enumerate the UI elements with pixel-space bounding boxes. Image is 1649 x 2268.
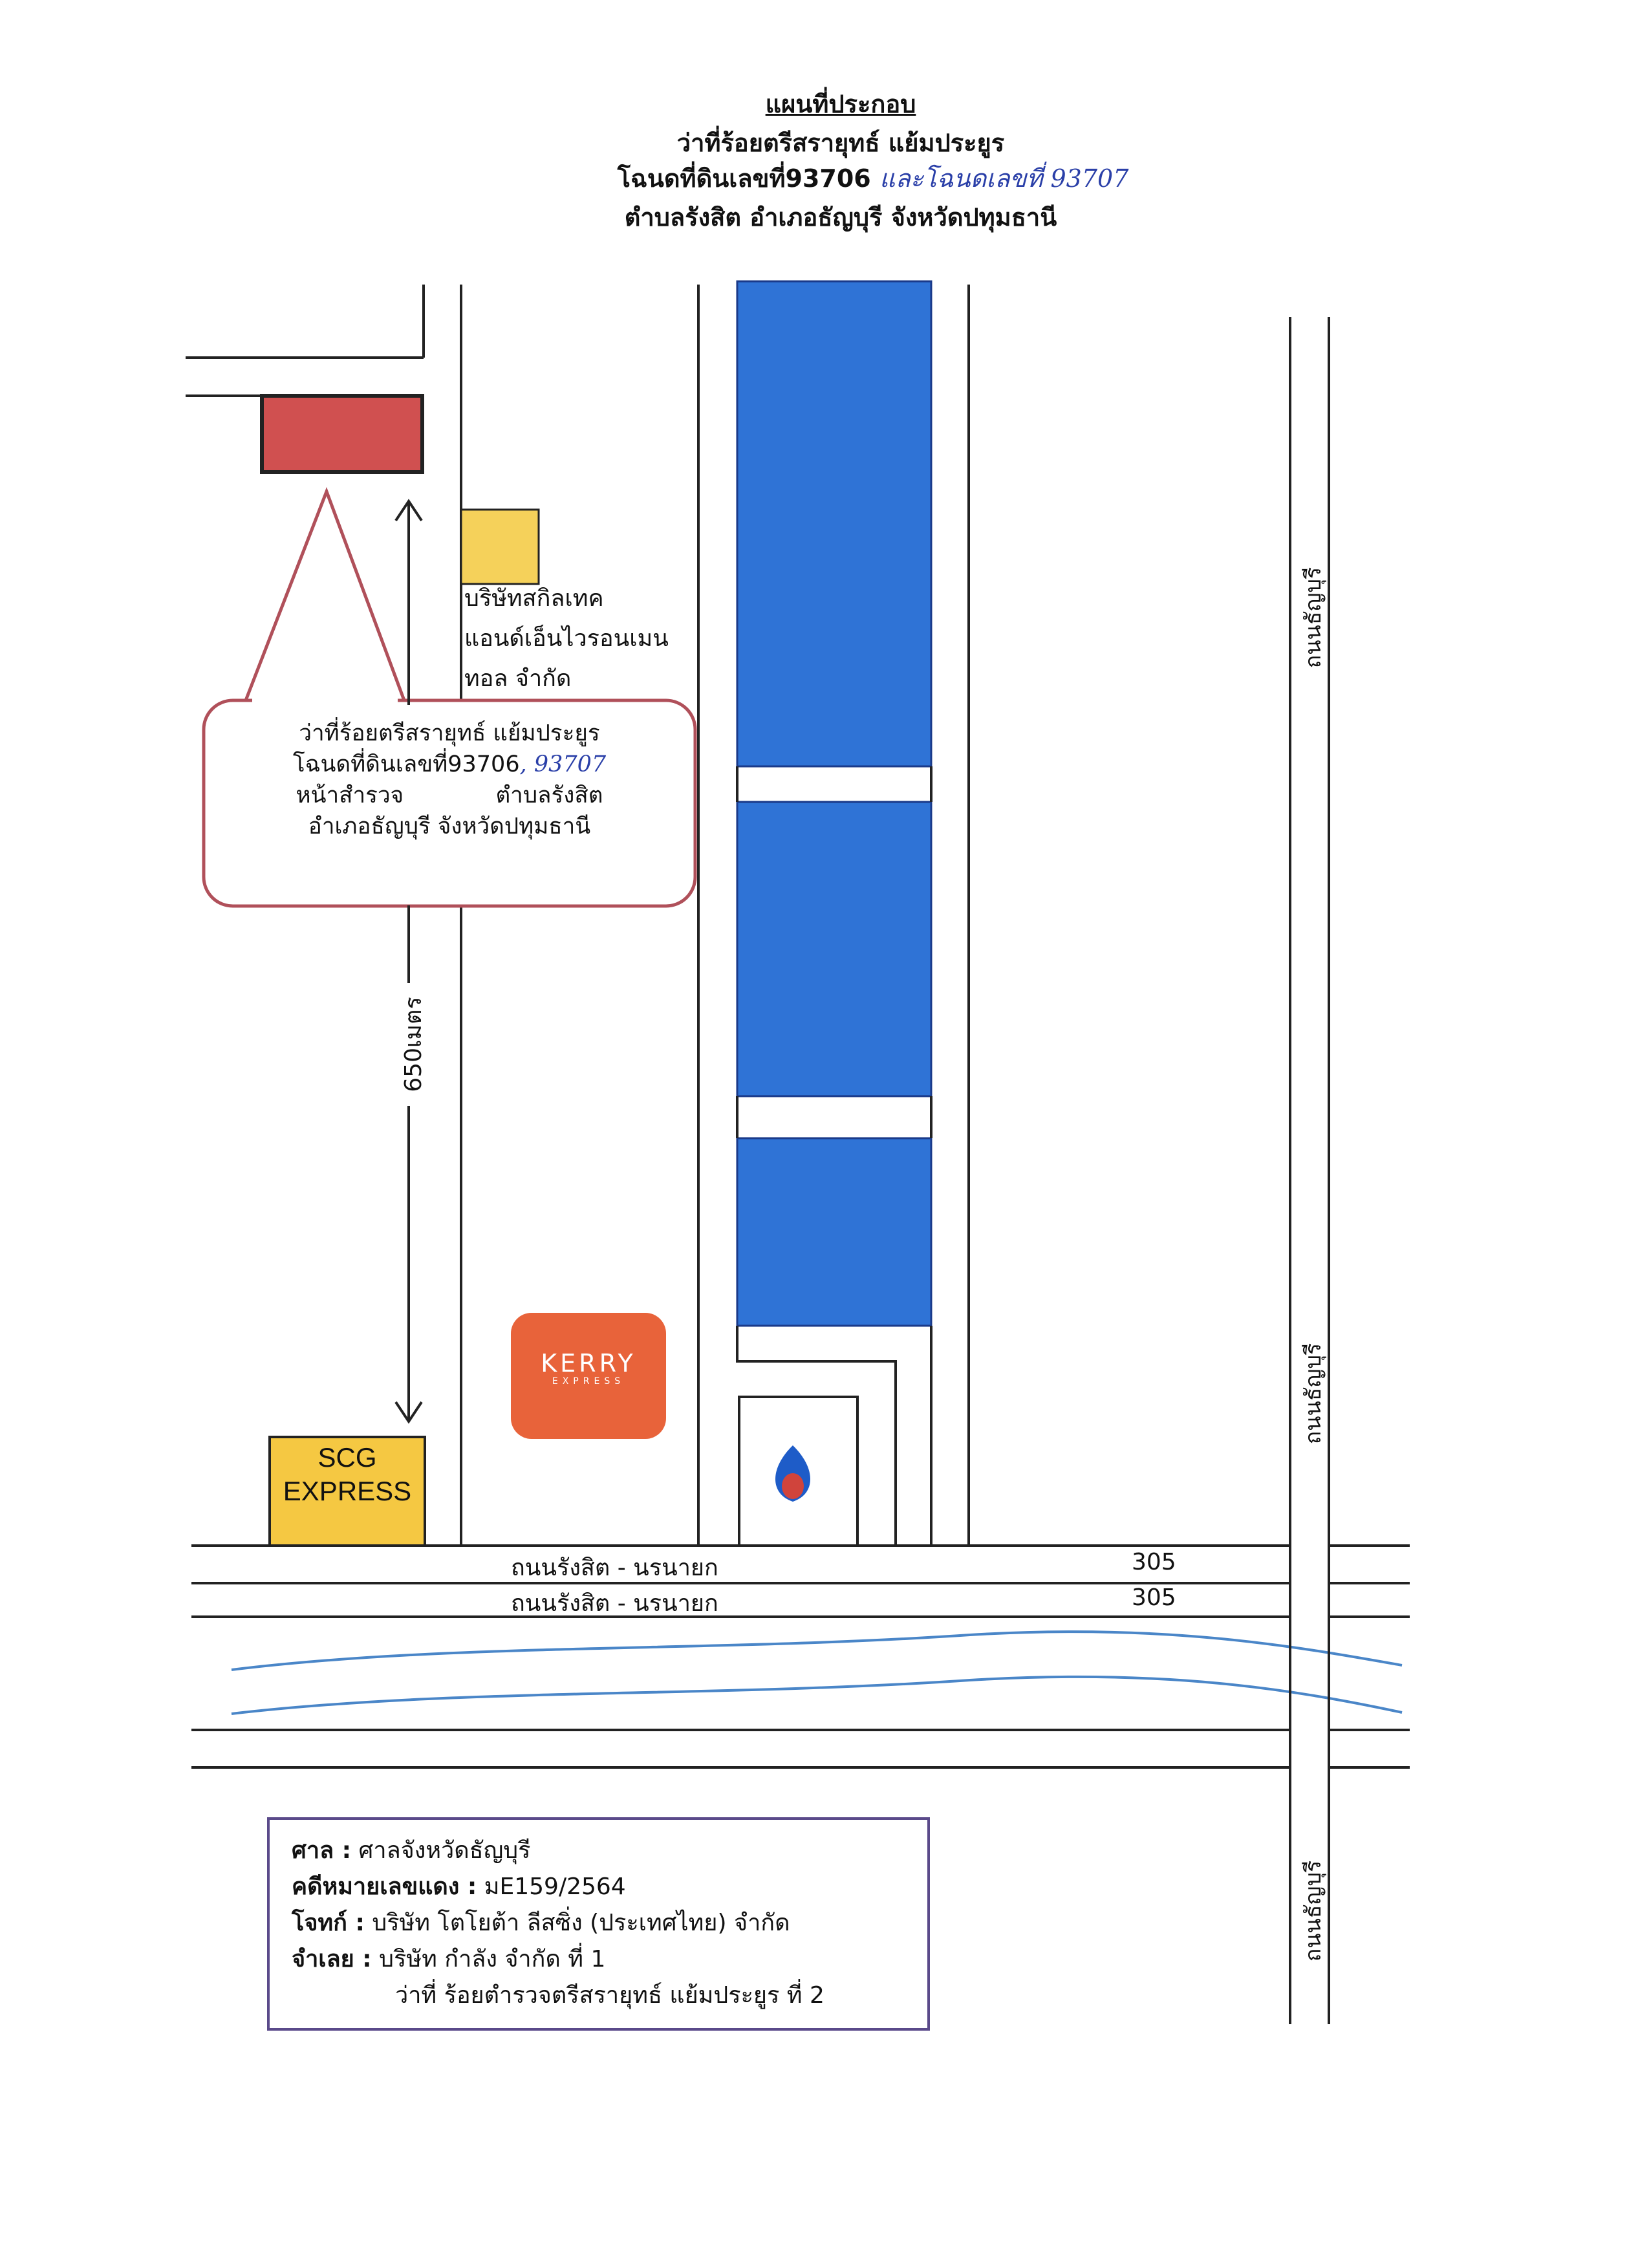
target-plot [260,394,424,474]
route-number-2: 305 [1132,1584,1176,1611]
building-block-2 [736,801,932,1097]
defendant-label: จำเลย : [292,1946,372,1972]
defendant2-value: ว่าที่ ร้อยตำรวจตรีสรายุทธ์ แย้มประยูร ท… [395,1982,824,2009]
callout-line: อำเภอธัญบุรี จังหวัดปทุมธานี [308,814,591,839]
company-label-line: ทอล จำกัด [464,665,572,692]
route-number-1: 305 [1132,1549,1176,1575]
ptt-logo-icon [775,1445,810,1502]
thanyaburi-road [1289,317,1330,2024]
location-line: ตำบลรังสิต อำเภอธัญบุรี จังหวัดปทุมธานี [624,203,1057,232]
deed-number-handwritten: และโฉนดเลขที่ 93707 [879,164,1129,193]
callout-line: ว่าที่ร้อยตรีสรายุทธ์ แย้มประยูร [299,720,600,746]
side-road-upper-left [186,285,425,397]
defendant-value: บริษัท กำลัง จำกัด ที่ 1 [379,1946,606,1972]
plaintiff-label: โจทก์ : [292,1910,365,1936]
kerry-wordmark: KERRY [541,1349,636,1377]
callout-bubble [202,486,697,908]
callout-subdistrict: ตำบลรังสิต [495,783,603,808]
callout-line: โฉนดที่ดินเลขที่93706, 93707 [213,749,685,780]
callout-line: หน้าสำรวจ ตำบลรังสิต [213,780,685,811]
scg-line: SCG [318,1442,377,1473]
callout-deed-handwritten: , 93707 [519,751,607,777]
callout-deed-printed: โฉนดที่ดินเลขที่93706 [292,751,520,777]
case-info-box: ศาล : ศาลจังหวัดธัญบุรี คดีหมายเลขแดง : … [267,1817,930,2031]
scg-line: EXPRESS [283,1476,412,1506]
court-label: ศาล : [292,1837,352,1864]
kerry-subtitle: EXPRESS [552,1376,625,1387]
case-number-label: คดีหมายเลขแดง : [292,1874,477,1900]
scg-express-text: SCG EXPRESS [270,1441,425,1508]
deed-number-printed: โฉนดที่ดินเลขที่93706 [617,164,871,193]
callout-text: ว่าที่ร้อยตรีสรายุทธ์ แย้มประยูร โฉนดที่… [213,718,685,842]
owner-name: ว่าที่ร้อยตรีสรายุทธ์ แย้มประยูร [676,129,1005,157]
deed-number-line: โฉนดที่ดินเลขที่93706 และโฉนดเลขที่ 9370… [453,158,1293,198]
kerry-express-text: KERRY EXPRESS [511,1350,666,1387]
company-label: บริษัทสกิลเทค แอนด์เอ็นไวรอนเมน ทอล จำกั… [464,579,710,699]
court-row: ศาล : ศาลจังหวัดธัญบุรี [292,1833,905,1869]
road-label-main-2: ถนนรังสิต - นรนายก [511,1590,718,1617]
company-label-line: แอนด์เอ็นไวรอนเมน [464,625,669,652]
distance-label: 650เมตร [400,997,427,1092]
building-block-1 [736,280,932,768]
defendant2-row: ว่าที่ ร้อยตำรวจตรีสรายุทธ์ แย้มประยูร ท… [292,1978,905,2014]
defendant-row: จำเลย : บริษัท กำลัง จำกัด ที่ 1 [292,1941,905,1978]
road-label-thanyaburi-2: ถนนธัญบุรี [1300,1343,1326,1445]
canal-river [231,1630,1403,1715]
soi-road-left [460,285,700,1546]
building-block-3 [736,1137,932,1327]
plaintiff-row: โจทก์ : บริษัท โตโยต้า ลีสซิ่ง (ประเทศไท… [292,1905,905,1941]
scg-express-box [268,1436,426,1547]
company-plot [460,508,540,585]
main-road-rangsit-nakhon-nayok [191,1544,1410,1769]
case-number-row: คดีหมายเลขแดง : มE159/2564 [292,1869,905,1905]
map-title: แผนที่ประกอบ [765,90,916,118]
distance-arrow [394,499,423,1424]
road-label-thanyaburi-1: ถนนธัญบุรี [1300,567,1326,669]
kerry-express-logo [511,1313,666,1439]
company-label-line: บริษัทสกิลเทค [464,585,604,612]
plaintiff-value: บริษัท โตโยต้า ลีสซิ่ง (ประเทศไทย) จำกัด [372,1910,790,1936]
road-label-main-1: ถนนรังสิต - นรนายก [511,1555,718,1581]
road-label-thanyaburi-3: ถนนธัญบุรี [1300,1860,1326,1962]
block-outlines [736,766,932,1546]
case-number-value: มE159/2564 [484,1874,626,1900]
court-value: ศาลจังหวัดธัญบุรี [358,1837,531,1864]
callout-survey-page: หน้าสำรวจ [296,783,404,808]
